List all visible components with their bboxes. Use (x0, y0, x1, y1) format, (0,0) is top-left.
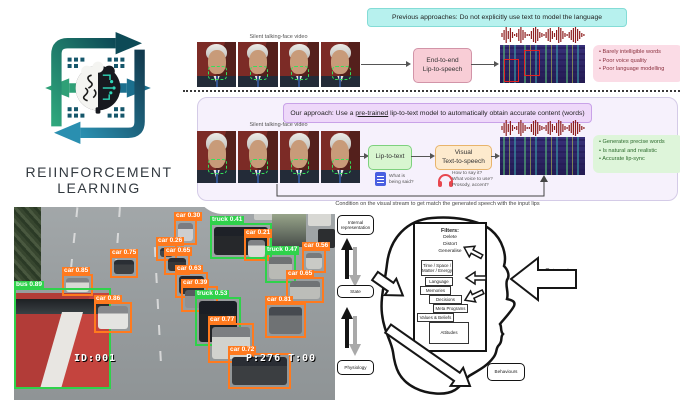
detection-label: car 0.26 (156, 237, 185, 246)
mouth-roi-box (290, 65, 310, 80)
waveform-1 (501, 27, 585, 43)
detection-label: car 0.86 (94, 295, 123, 304)
document-icon (375, 172, 386, 186)
our-approach-title: Our approach: Use a pre-trained lip-to-t… (283, 103, 592, 123)
figure-caption: Condition on the visual stream to get ma… (335, 201, 540, 207)
filter-card: Language (425, 277, 453, 286)
detection-box: car 0.81 (265, 296, 306, 338)
state-exchange-arrows (341, 238, 361, 287)
mouth-roi-box (332, 65, 351, 80)
logo-brain-arrows-icon (45, 32, 151, 144)
lip-to-text-box: Lip-to-text (368, 145, 412, 170)
error-highlight-box (504, 59, 519, 82)
lip-to-speech-figure: Previous approaches: Do not explicitly u… (183, 0, 680, 214)
previous-approach-drawbacks: Barely intelligible words Poor voice qua… (593, 45, 680, 82)
filter-card: Values & Beliefs (417, 313, 454, 322)
flow-arrow (361, 61, 411, 68)
detection-box: car 0.72 (228, 346, 291, 389)
face-frame (279, 42, 319, 87)
face-frame (279, 131, 319, 183)
flow-arrow (471, 61, 499, 68)
detection-label: car 0.21 (244, 229, 273, 238)
filter-card: Attitudes (429, 322, 469, 344)
logo-title-line1: REIINFORCEMENT (25, 164, 173, 180)
physiology-box: Physiology (337, 360, 374, 375)
reinforcement-learning-logo: REIINFORCEMENT LEARNING (8, 4, 190, 202)
detection-box: car 0.21 (244, 229, 273, 261)
detection-label: car 0.39 (181, 279, 210, 288)
detection-label: truck 0.47 (265, 246, 300, 255)
detection-label: car 0.77 (208, 316, 237, 325)
previous-approaches-title: Previous approaches: Do not explicitly u… (367, 8, 627, 27)
face-frame (238, 42, 278, 87)
detection-label: car 0.75 (110, 249, 139, 258)
detection-label: car 0.63 (175, 265, 204, 274)
detection-box: car 0.75 (110, 249, 139, 278)
conditioning-connector (276, 175, 548, 197)
detection-label: car 0.72 (228, 346, 257, 355)
detection-label: car 0.30 (174, 212, 203, 221)
flow-arrow (411, 153, 435, 160)
detection-box: car 0.86 (94, 295, 132, 333)
mouth-roi-box (249, 65, 269, 80)
detection-label: car 0.56 (302, 242, 331, 251)
red-bus (15, 293, 109, 389)
detection-layer: car 0.85 car 0.75 bus 0.89 car 0.86 car 0.30… (14, 207, 335, 400)
detection-label: car 0.81 (265, 296, 294, 305)
error-highlight-box (524, 50, 540, 76)
filter-card: Memories (420, 286, 451, 295)
state-box: State (337, 285, 374, 298)
traffic-detection-image: car 0.85 car 0.75 bus 0.89 car 0.86 car 0.30… (14, 207, 335, 400)
frame-counter-overlay: P:276 T:00 (246, 353, 317, 364)
detection-label: bus 0.89 (14, 281, 45, 290)
filter-card: Meta Programs (433, 304, 468, 313)
face-frame (320, 42, 360, 87)
spectrogram-2 (500, 137, 585, 175)
detection-box: car 0.65 (286, 270, 324, 303)
mouth-roi-box (332, 158, 351, 175)
our-approach-benefits: Generates precise words Is natural and r… (593, 135, 680, 173)
silent-video-label-1: Silent talking-face video (249, 34, 308, 40)
logo-title-line2: LEARNING (57, 180, 141, 197)
end-to-end-model-box: End-to-end Lip-to-speech (413, 48, 472, 83)
behaviours-box: Behaviours (487, 363, 525, 381)
detection-label: car 0.65 (164, 247, 193, 256)
talking-face-frames-1 (197, 42, 360, 87)
filter-card: Decisions (429, 295, 462, 304)
mouth-roi-box (208, 158, 227, 175)
detection-box: car 0.85 (62, 267, 93, 296)
detection-box: bus 0.89 (14, 281, 111, 389)
face-frame (197, 131, 237, 183)
talking-face-frames-2 (197, 131, 360, 183)
detection-label: truck 0.53 (195, 290, 230, 299)
silent-video-label-2: Silent talking-face video (249, 122, 308, 128)
filters-title: Filters: (441, 228, 459, 234)
voice-note: How to say it?What voice to use?Prosody,… (452, 171, 493, 189)
face-frame (238, 131, 278, 183)
dashed-separator (183, 90, 680, 92)
detection-label: truck 0.41 (210, 216, 245, 225)
face-frame (320, 131, 360, 183)
state-exchange-arrows (341, 307, 361, 356)
flow-arrow (491, 153, 500, 160)
detection-label: car 0.65 (286, 270, 315, 279)
headphones-icon (438, 174, 453, 187)
spectrogram-1 (500, 45, 585, 83)
mouth-roi-box (208, 65, 227, 80)
filter-card: Time / Space /Matter / Energy (421, 260, 453, 276)
face-frame (197, 42, 237, 87)
flow-arrow (360, 153, 369, 160)
detection-label: car 0.85 (62, 267, 91, 276)
visual-tts-box: Visual Text-to-speech (435, 145, 492, 170)
detection-box: car 0.30 (174, 212, 203, 245)
roadside-trees (14, 207, 41, 285)
mouth-roi-box (249, 158, 269, 175)
mouth-roi-box (290, 158, 310, 175)
waveform-2 (501, 120, 585, 136)
tracking-id-overlay: ID:001 (74, 353, 117, 364)
